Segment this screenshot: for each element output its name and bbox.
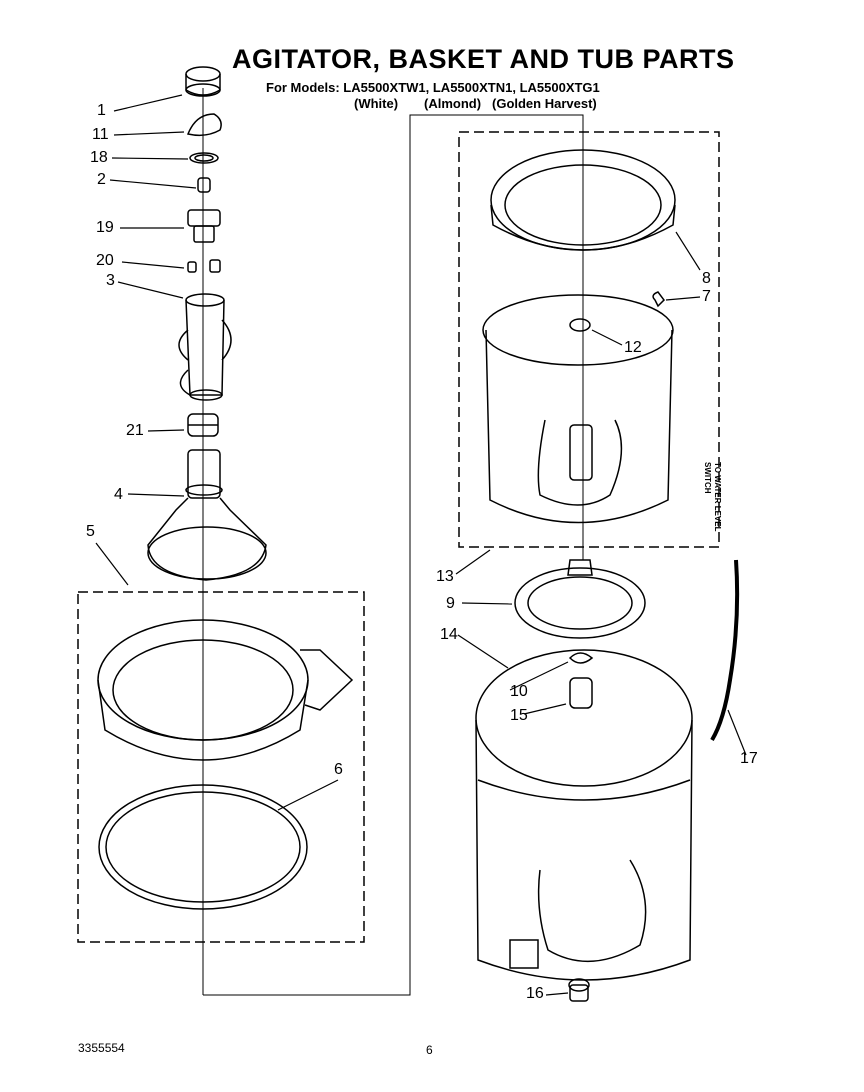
part-16-drawing — [568, 978, 590, 1002]
callout-8: 8 — [702, 270, 711, 287]
callout-1: 1 — [97, 102, 106, 119]
callout-21: 21 — [126, 422, 144, 439]
callout-15: 15 — [510, 707, 528, 724]
water-level-switch-note: TO WATER LEVEL SWITCH — [702, 462, 722, 552]
part-17-hose-drawing — [710, 559, 740, 742]
part-1-cap-drawing — [185, 66, 221, 97]
leader-lines — [95, 94, 747, 996]
part-6-gasket-drawing — [98, 784, 308, 910]
callout-7: 7 — [702, 288, 711, 305]
callout-3: 3 — [106, 272, 115, 289]
part-20-drawing — [187, 259, 221, 273]
callout-11: 11 — [92, 126, 109, 143]
connector-line — [203, 114, 584, 996]
part-7-drawing — [652, 291, 665, 308]
page-title: AGITATOR, BASKET AND TUB PARTS — [232, 44, 735, 74]
callout-19: 19 — [96, 219, 114, 236]
part-15-drawing — [569, 677, 593, 709]
callout-5: 5 — [86, 523, 95, 540]
part-9-drawing — [514, 559, 646, 639]
part-12-drawing — [569, 318, 591, 332]
part-3-agitator-barrel-drawing — [178, 293, 232, 401]
part-4-agitator-base-drawing — [147, 449, 267, 581]
callout-20: 20 — [96, 252, 114, 269]
part-14-outer-tub-drawing — [475, 649, 693, 981]
callout-4: 4 — [114, 486, 123, 503]
part-21-drawing — [187, 413, 219, 437]
part-18-ring-inner — [194, 154, 214, 162]
models-line: For Models: LA5500XTW1, LA5500XTN1, LA55… — [266, 80, 600, 95]
callout-14: 14 — [440, 626, 458, 643]
side-note-line1: TO WATER LEVEL — [713, 462, 722, 532]
part-19-drawing — [187, 209, 221, 243]
group-box-5-6 — [77, 591, 365, 943]
document-number: 3355554 — [78, 1041, 125, 1055]
part-18-ring-drawing — [189, 152, 219, 164]
group-box-basket — [458, 131, 720, 548]
callout-2: 2 — [97, 171, 106, 188]
callout-10: 10 — [510, 683, 528, 700]
callout-6: 6 — [334, 761, 343, 778]
part-10-drawing — [568, 652, 594, 664]
part-11-drawing — [186, 113, 222, 137]
callout-17: 17 — [740, 750, 758, 767]
variant-golden-harvest: (Golden Harvest) — [492, 96, 597, 111]
callout-18: 18 — [90, 149, 108, 166]
variant-white: (White) — [354, 96, 399, 111]
side-note-line2: SWITCH — [703, 462, 712, 494]
callout-13: 13 — [436, 568, 454, 585]
callout-16: 16 — [526, 985, 544, 1002]
part-5-tub-ring-drawing — [97, 619, 354, 761]
callout-12: 12 — [624, 339, 642, 356]
callout-9: 9 — [446, 595, 455, 612]
page-number: 6 — [426, 1043, 433, 1057]
part-2-drawing — [197, 177, 211, 193]
variant-almond: (Almond) — [424, 96, 482, 111]
basket-drawing — [482, 294, 674, 524]
